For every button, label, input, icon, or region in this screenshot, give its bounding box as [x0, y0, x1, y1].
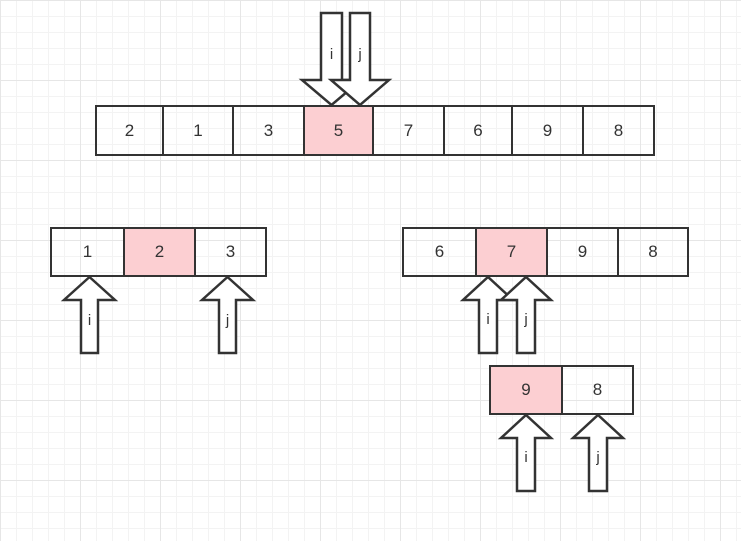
- i-pointer-label: i: [330, 46, 333, 63]
- array-cell: 2: [97, 107, 164, 154]
- i-pointer-label: i: [486, 311, 489, 328]
- j-pointer-label: j: [595, 449, 599, 466]
- i-pointer-arrow-icon: [60, 275, 119, 355]
- left-subarray: 1 2 3: [50, 227, 267, 277]
- pivot-cell: 2: [125, 229, 196, 275]
- array-cell: 3: [234, 107, 305, 154]
- array-cell: 8: [592, 380, 603, 399]
- array-cell: 9: [513, 107, 584, 154]
- j-pointer-arrow-icon: [327, 11, 393, 107]
- j-pointer-label: j: [357, 46, 361, 63]
- top-array: 2 1 3 5 7 6 9 8: [95, 105, 655, 156]
- array-cell: 3: [225, 242, 236, 261]
- i-pointer-arrow-icon: [459, 275, 517, 355]
- j-pointer-label: j: [523, 311, 527, 328]
- right-subarray: 6 7 9 8: [402, 227, 689, 277]
- bottom-subarray: 9 8: [489, 365, 634, 415]
- i-pointer-label: i: [524, 449, 527, 466]
- j-pointer-arrow-icon: [569, 413, 627, 493]
- i-pointer-arrow-icon: [497, 413, 555, 493]
- i-pointer-label: i: [88, 312, 91, 329]
- j-pointer-label: j: [225, 312, 229, 329]
- pivot-cell: 7: [477, 229, 548, 275]
- array-cell: 6: [445, 107, 513, 154]
- pivot-cell: 5: [305, 107, 374, 154]
- array-cell: 8: [613, 120, 624, 140]
- array-cell: 9: [548, 229, 619, 275]
- array-cell: 1: [52, 229, 125, 275]
- pivot-cell: 9: [491, 367, 563, 413]
- array-cell: 6: [404, 229, 477, 275]
- array-cell: 1: [164, 107, 234, 154]
- j-pointer-arrow-icon: [198, 275, 257, 355]
- array-cell: 7: [374, 107, 445, 154]
- array-cell: 8: [648, 242, 658, 261]
- j-pointer-arrow-icon: [497, 275, 555, 355]
